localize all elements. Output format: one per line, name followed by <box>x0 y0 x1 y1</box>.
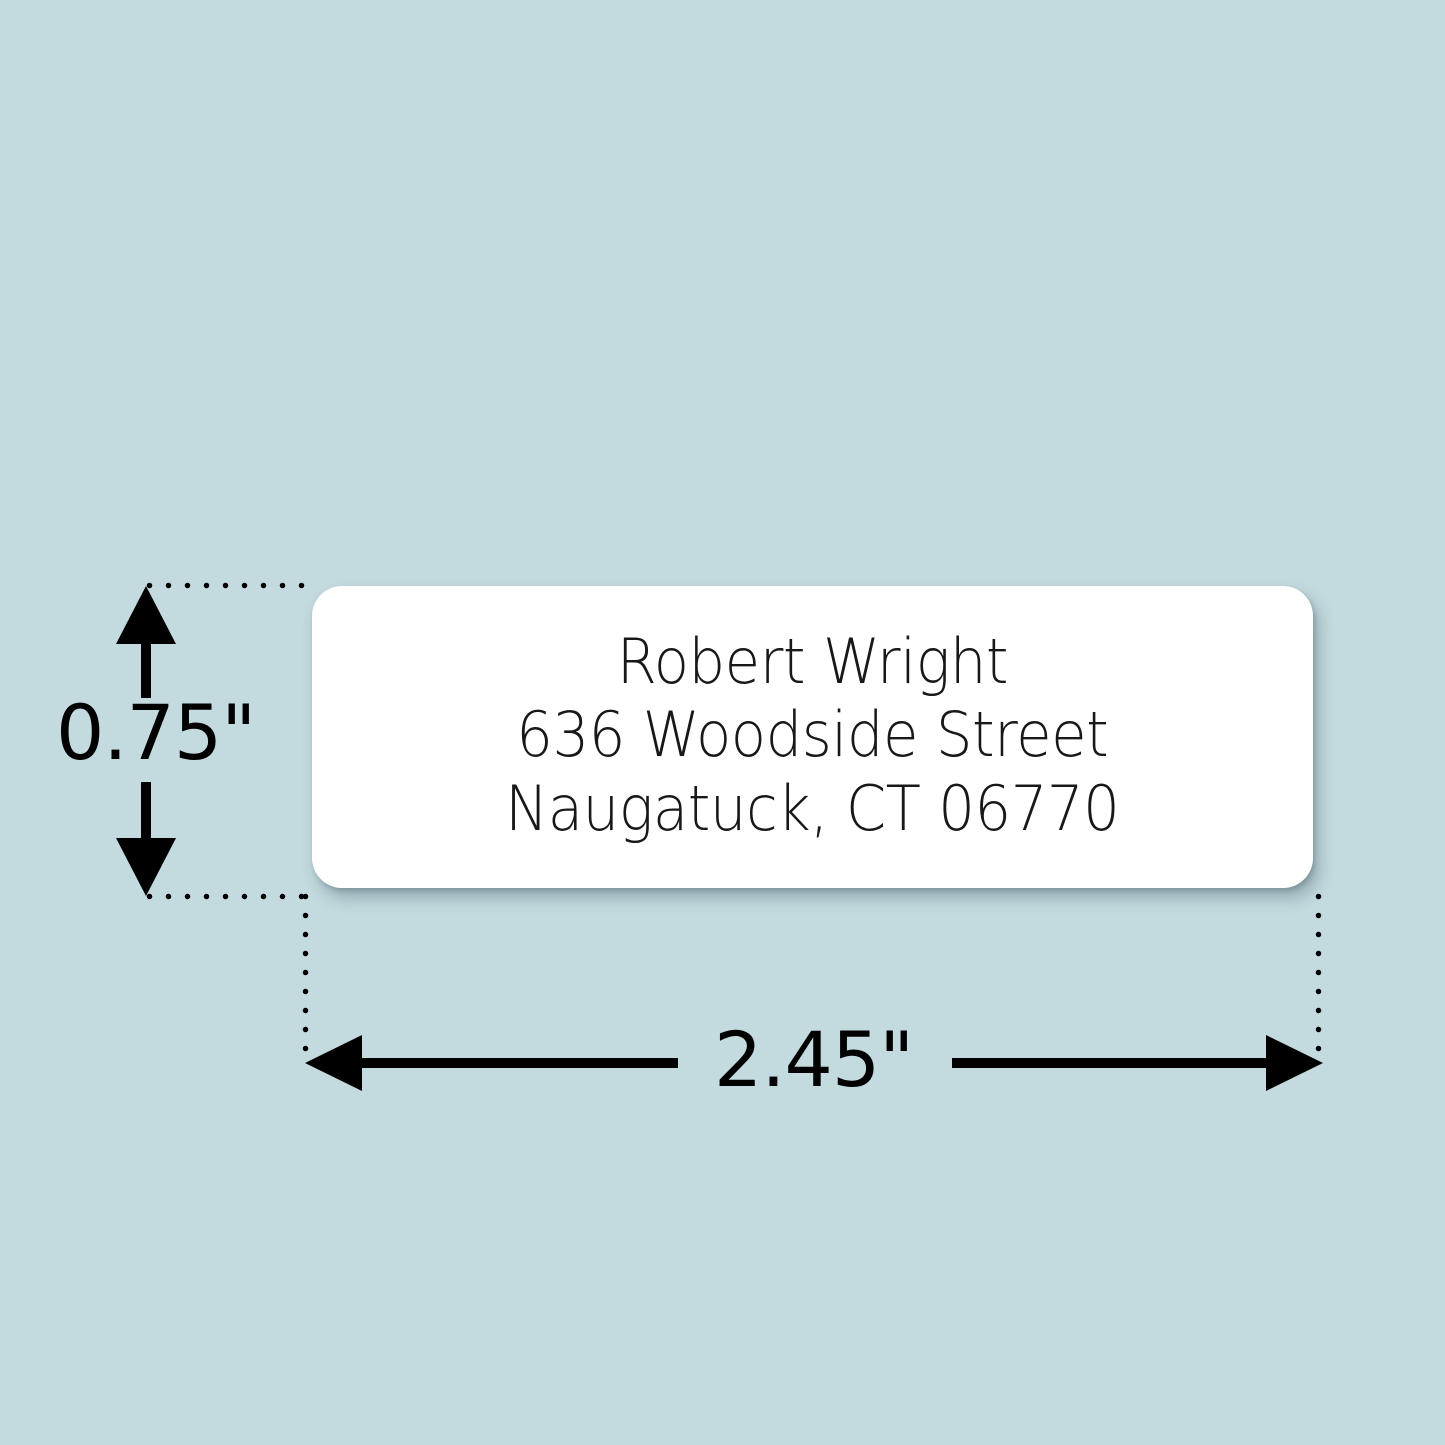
width-dimension-arrow-icon <box>305 1035 1323 1091</box>
height-extension-line-top <box>146 582 306 589</box>
width-dimension-label: 2.45" <box>714 1015 914 1104</box>
height-extension-line-bottom <box>146 893 312 900</box>
width-extension-line-right <box>1315 893 1322 1053</box>
width-extension-line-left <box>302 893 309 1053</box>
address-line-name: Robert Wright <box>616 625 1009 699</box>
address-line-street: 636 Woodside Street <box>516 698 1109 772</box>
address-label-card[interactable]: Robert Wright 636 Woodside Street Naugat… <box>312 586 1313 888</box>
height-dimension-label: 0.75" <box>56 688 256 777</box>
height-dimension-arrow-icon <box>116 586 176 896</box>
address-line-city-state-zip: Naugatuck, CT 06770 <box>505 771 1120 845</box>
